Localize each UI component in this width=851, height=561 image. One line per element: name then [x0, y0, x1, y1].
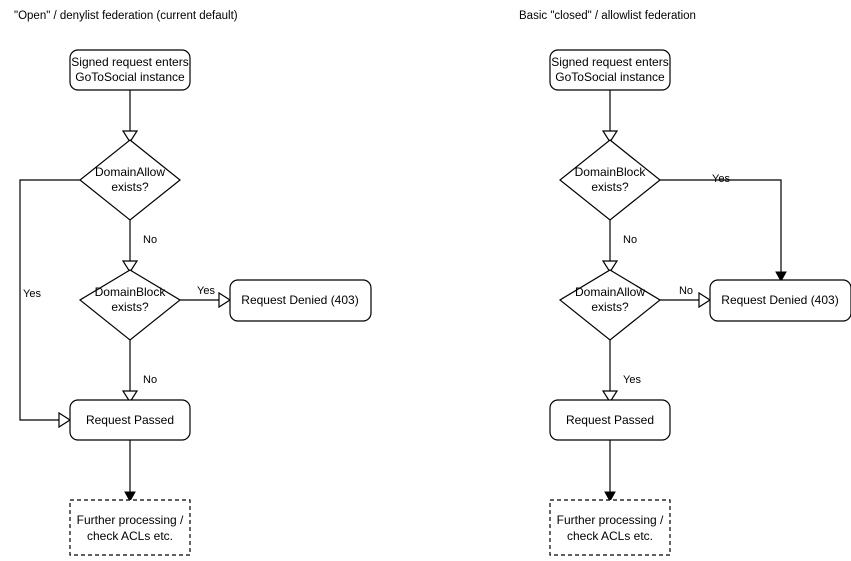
- left-domainblock-line1: DomainBlock: [95, 285, 167, 299]
- right-edge-allow-yes-to-passed: Yes: [601, 340, 641, 404]
- right-column-title-label: Basic "closed" / allowlist federation: [519, 10, 696, 22]
- left-node-domainallow: DomainAllow exists?: [79, 139, 181, 221]
- right-arrowhead-entry-block: [601, 130, 619, 144]
- left-edge-label-allow-no: No: [143, 234, 157, 246]
- left-node-entry: Signed request enters GoToSocial instanc…: [69, 49, 191, 91]
- right-edge-block-yes-line: [660, 179, 782, 273]
- left-edge-allow-no-to-block: No: [121, 220, 157, 274]
- right-further-processing-line2: check ACLs etc.: [567, 529, 653, 543]
- left-arrowhead-allow-no: [121, 260, 139, 274]
- left-arrowhead-passed-further: [124, 491, 136, 503]
- left-entry-line2: GoToSocial instance: [75, 70, 185, 84]
- right-entry-line2: GoToSocial instance: [555, 70, 665, 84]
- right-request-denied-label: Request Denied (403): [721, 293, 838, 307]
- right-arrowhead-block-yes: [775, 271, 787, 283]
- right-request-denied-shape: [709, 279, 851, 322]
- left-domainallow-line2: exists?: [111, 180, 149, 194]
- right-node-request-denied: Request Denied (403): [709, 279, 851, 322]
- left-arrowhead-allow-yes: [58, 411, 72, 429]
- left-domainallow-line1: DomainAllow: [95, 165, 165, 179]
- right-edge-passed-to-further: [604, 440, 616, 503]
- left-arrowhead-entry-allow: [121, 130, 139, 144]
- right-edge-block-no-to-allow: No: [601, 220, 637, 274]
- left-node-request-passed: Request Passed: [69, 399, 191, 441]
- right-node-entry: Signed request enters GoToSocial instanc…: [549, 49, 671, 91]
- right-node-request-passed: Request Passed: [549, 399, 671, 441]
- left-arrowhead-block-no: [121, 390, 139, 404]
- left-arrowhead-block-yes: [218, 291, 232, 309]
- left-domainblock-line2: exists?: [111, 300, 149, 314]
- right-edge-allow-no-to-denied: No: [660, 285, 712, 309]
- right-edge-label-allow-no: No: [679, 285, 693, 297]
- left-further-processing-line2: check ACLs etc.: [87, 529, 173, 543]
- left-edge-block-no-to-passed: No: [121, 340, 157, 404]
- right-request-passed-label: Request Passed: [566, 413, 654, 427]
- left-edge-allow-yes-line: [19, 179, 80, 421]
- left-further-processing-shape: [69, 499, 191, 556]
- left-column-title-label: "Open" / denylist federation (current de…: [14, 10, 238, 22]
- right-edge-entry-to-block: [601, 90, 619, 144]
- left-further-processing-line1: Further processing /: [77, 513, 184, 527]
- right-arrowhead-allow-no: [698, 291, 712, 309]
- left-column-title-group: "Open" / denylist federation (current de…: [14, 10, 238, 22]
- right-domainblock-line2: exists?: [591, 180, 629, 194]
- left-entry-line1: Signed request enters: [71, 55, 188, 69]
- right-further-processing-shape: [549, 499, 671, 556]
- left-node-request-denied: Request Denied (403): [229, 279, 372, 322]
- right-domainblock-line1: DomainBlock: [575, 165, 647, 179]
- right-edge-label-block-no: No: [623, 234, 637, 246]
- right-node-domainblock: DomainBlock exists?: [559, 139, 661, 221]
- right-edge-label-allow-yes: Yes: [623, 374, 641, 386]
- right-entry-line1: Signed request enters: [551, 55, 668, 69]
- left-edge-label-allow-yes: Yes: [23, 288, 41, 300]
- right-arrowhead-allow-yes: [601, 390, 619, 404]
- left-request-passed-label: Request Passed: [86, 413, 174, 427]
- right-edge-label-block-yes: Yes: [712, 173, 730, 185]
- left-edge-entry-to-allow: [121, 90, 139, 144]
- right-arrowhead-passed-further: [604, 491, 616, 503]
- left-edge-passed-to-further: [124, 440, 136, 503]
- left-request-denied-shape: [229, 279, 372, 322]
- right-domainallow-line1: DomainAllow: [575, 285, 645, 299]
- left-edge-allow-yes-to-passed: Yes: [19, 179, 80, 429]
- left-edge-label-block-no: No: [143, 374, 157, 386]
- left-node-further-processing: Further processing / check ACLs etc.: [69, 499, 191, 556]
- right-edge-block-yes-to-denied: Yes: [660, 173, 787, 283]
- right-column-title-group: Basic "closed" / allowlist federation: [519, 10, 696, 22]
- right-node-further-processing: Further processing / check ACLs etc.: [549, 499, 671, 556]
- left-edge-block-yes-to-denied: Yes: [180, 285, 232, 309]
- right-node-domainallow: DomainAllow exists?: [558, 269, 662, 341]
- right-arrowhead-block-no: [601, 260, 619, 274]
- right-further-processing-line1: Further processing /: [557, 513, 664, 527]
- left-node-domainblock: DomainBlock exists?: [78, 269, 182, 341]
- left-edge-label-block-yes: Yes: [197, 285, 215, 297]
- left-request-denied-label: Request Denied (403): [241, 293, 358, 307]
- right-domainallow-line2: exists?: [591, 300, 629, 314]
